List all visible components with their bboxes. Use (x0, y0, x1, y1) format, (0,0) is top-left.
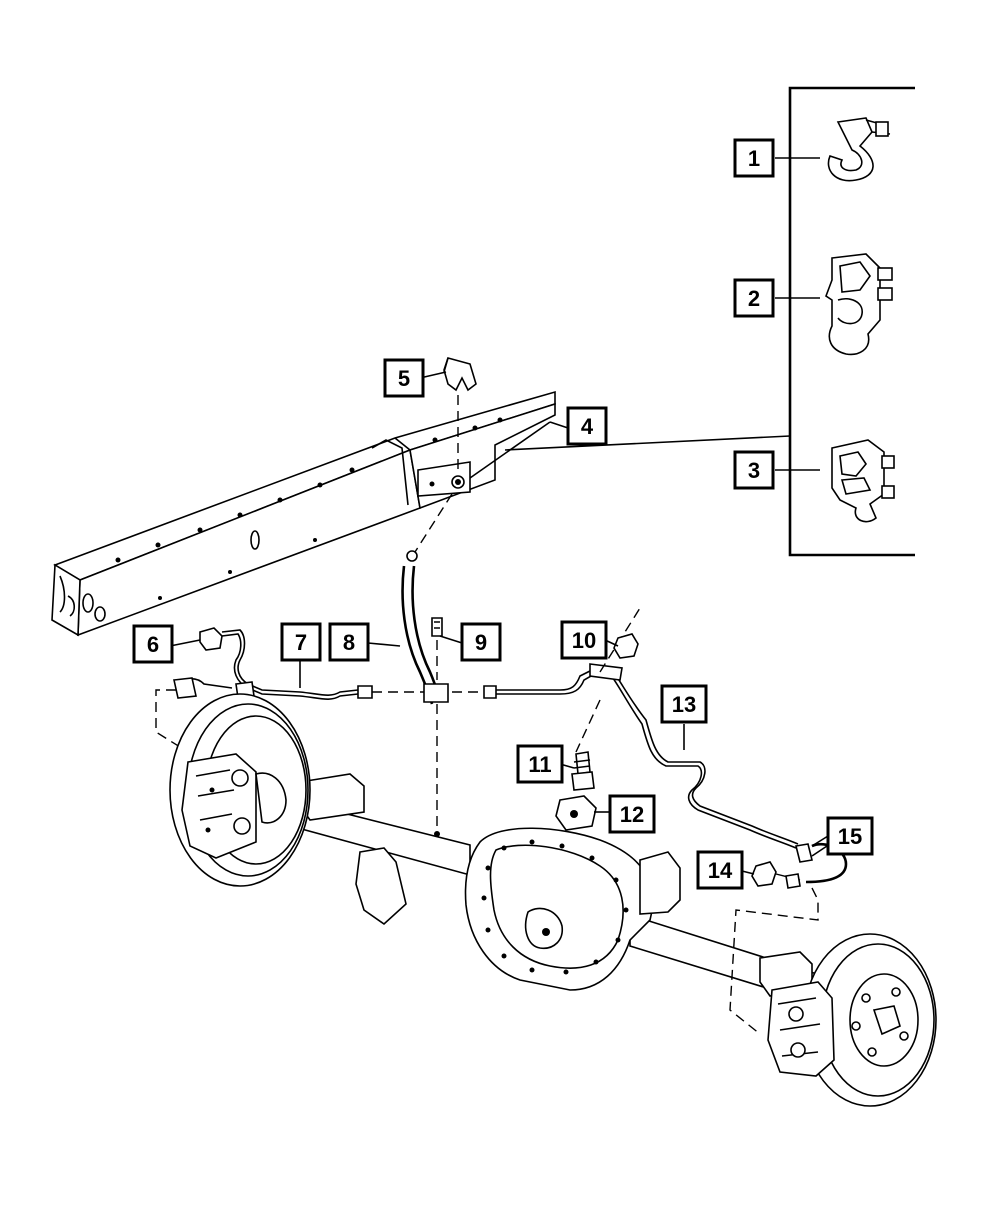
callout-5: 5 (383, 358, 425, 398)
callout-box (383, 358, 425, 398)
callout-11: 11 (516, 744, 564, 784)
callout-box (516, 744, 564, 784)
callout-number: 9 (475, 630, 487, 655)
brake-line-tee (423, 683, 449, 837)
callout-4: 4 (566, 406, 608, 446)
callout-box (660, 684, 708, 724)
tube-nut (613, 633, 639, 659)
callout-number: 3 (748, 458, 760, 483)
callout-6: 6 (132, 624, 174, 664)
callout-box (733, 450, 775, 490)
callout-number: 13 (672, 692, 696, 717)
clip-group-bracket (504, 86, 915, 557)
brake-junction-block (555, 795, 597, 831)
callout-number: 14 (708, 858, 733, 883)
banjo-bolt-right (751, 861, 801, 889)
callout-number: 8 (343, 630, 355, 655)
banjo-bolt (199, 627, 223, 651)
brake-line-clip-triple (831, 439, 895, 523)
callout-box (132, 624, 174, 664)
callout-number: 2 (748, 286, 760, 311)
callout-14: 14 (696, 850, 744, 890)
callout-box (733, 138, 775, 178)
callout-box (608, 794, 656, 834)
rear-axle (275, 773, 823, 1007)
brake-line-clip-double (825, 253, 893, 356)
callout-number: 7 (295, 630, 307, 655)
brake-fitting (431, 617, 443, 680)
frame-rail (51, 390, 556, 637)
callout-9: 9 (460, 622, 502, 662)
brake-hose-right (795, 839, 848, 884)
callout-2: 2 (733, 278, 775, 318)
callout-box (460, 622, 502, 662)
callout-box (280, 622, 322, 662)
callout-box (566, 406, 608, 446)
callout-number: 11 (528, 752, 551, 777)
callout-box (826, 816, 874, 856)
callout-box (560, 620, 608, 660)
callout-number: 6 (147, 632, 159, 657)
callout-number: 5 (398, 366, 410, 391)
callout-number: 12 (620, 802, 644, 827)
callout-number: 15 (838, 824, 862, 849)
hose-retaining-clip (443, 357, 477, 392)
callout-box (733, 278, 775, 318)
callout-7: 7 (280, 622, 322, 662)
callout-box (696, 850, 744, 890)
callout-box (328, 622, 370, 662)
callout-number: 10 (572, 628, 596, 653)
left-brake-assembly (169, 693, 311, 887)
callout-15: 15 (826, 816, 874, 856)
bleeder-fitting (571, 751, 595, 791)
brake-line-clip-single (827, 117, 891, 182)
callout-3: 3 (733, 450, 775, 490)
callout-number: 1 (748, 146, 760, 171)
callout-12: 12 (608, 794, 656, 834)
callout-1: 1 (733, 138, 775, 178)
callout-10: 10 (560, 620, 608, 660)
callout-number: 4 (581, 414, 594, 439)
callout-13: 13 (660, 684, 708, 724)
right-brake-assembly (729, 887, 937, 1107)
callout-8: 8 (328, 622, 370, 662)
